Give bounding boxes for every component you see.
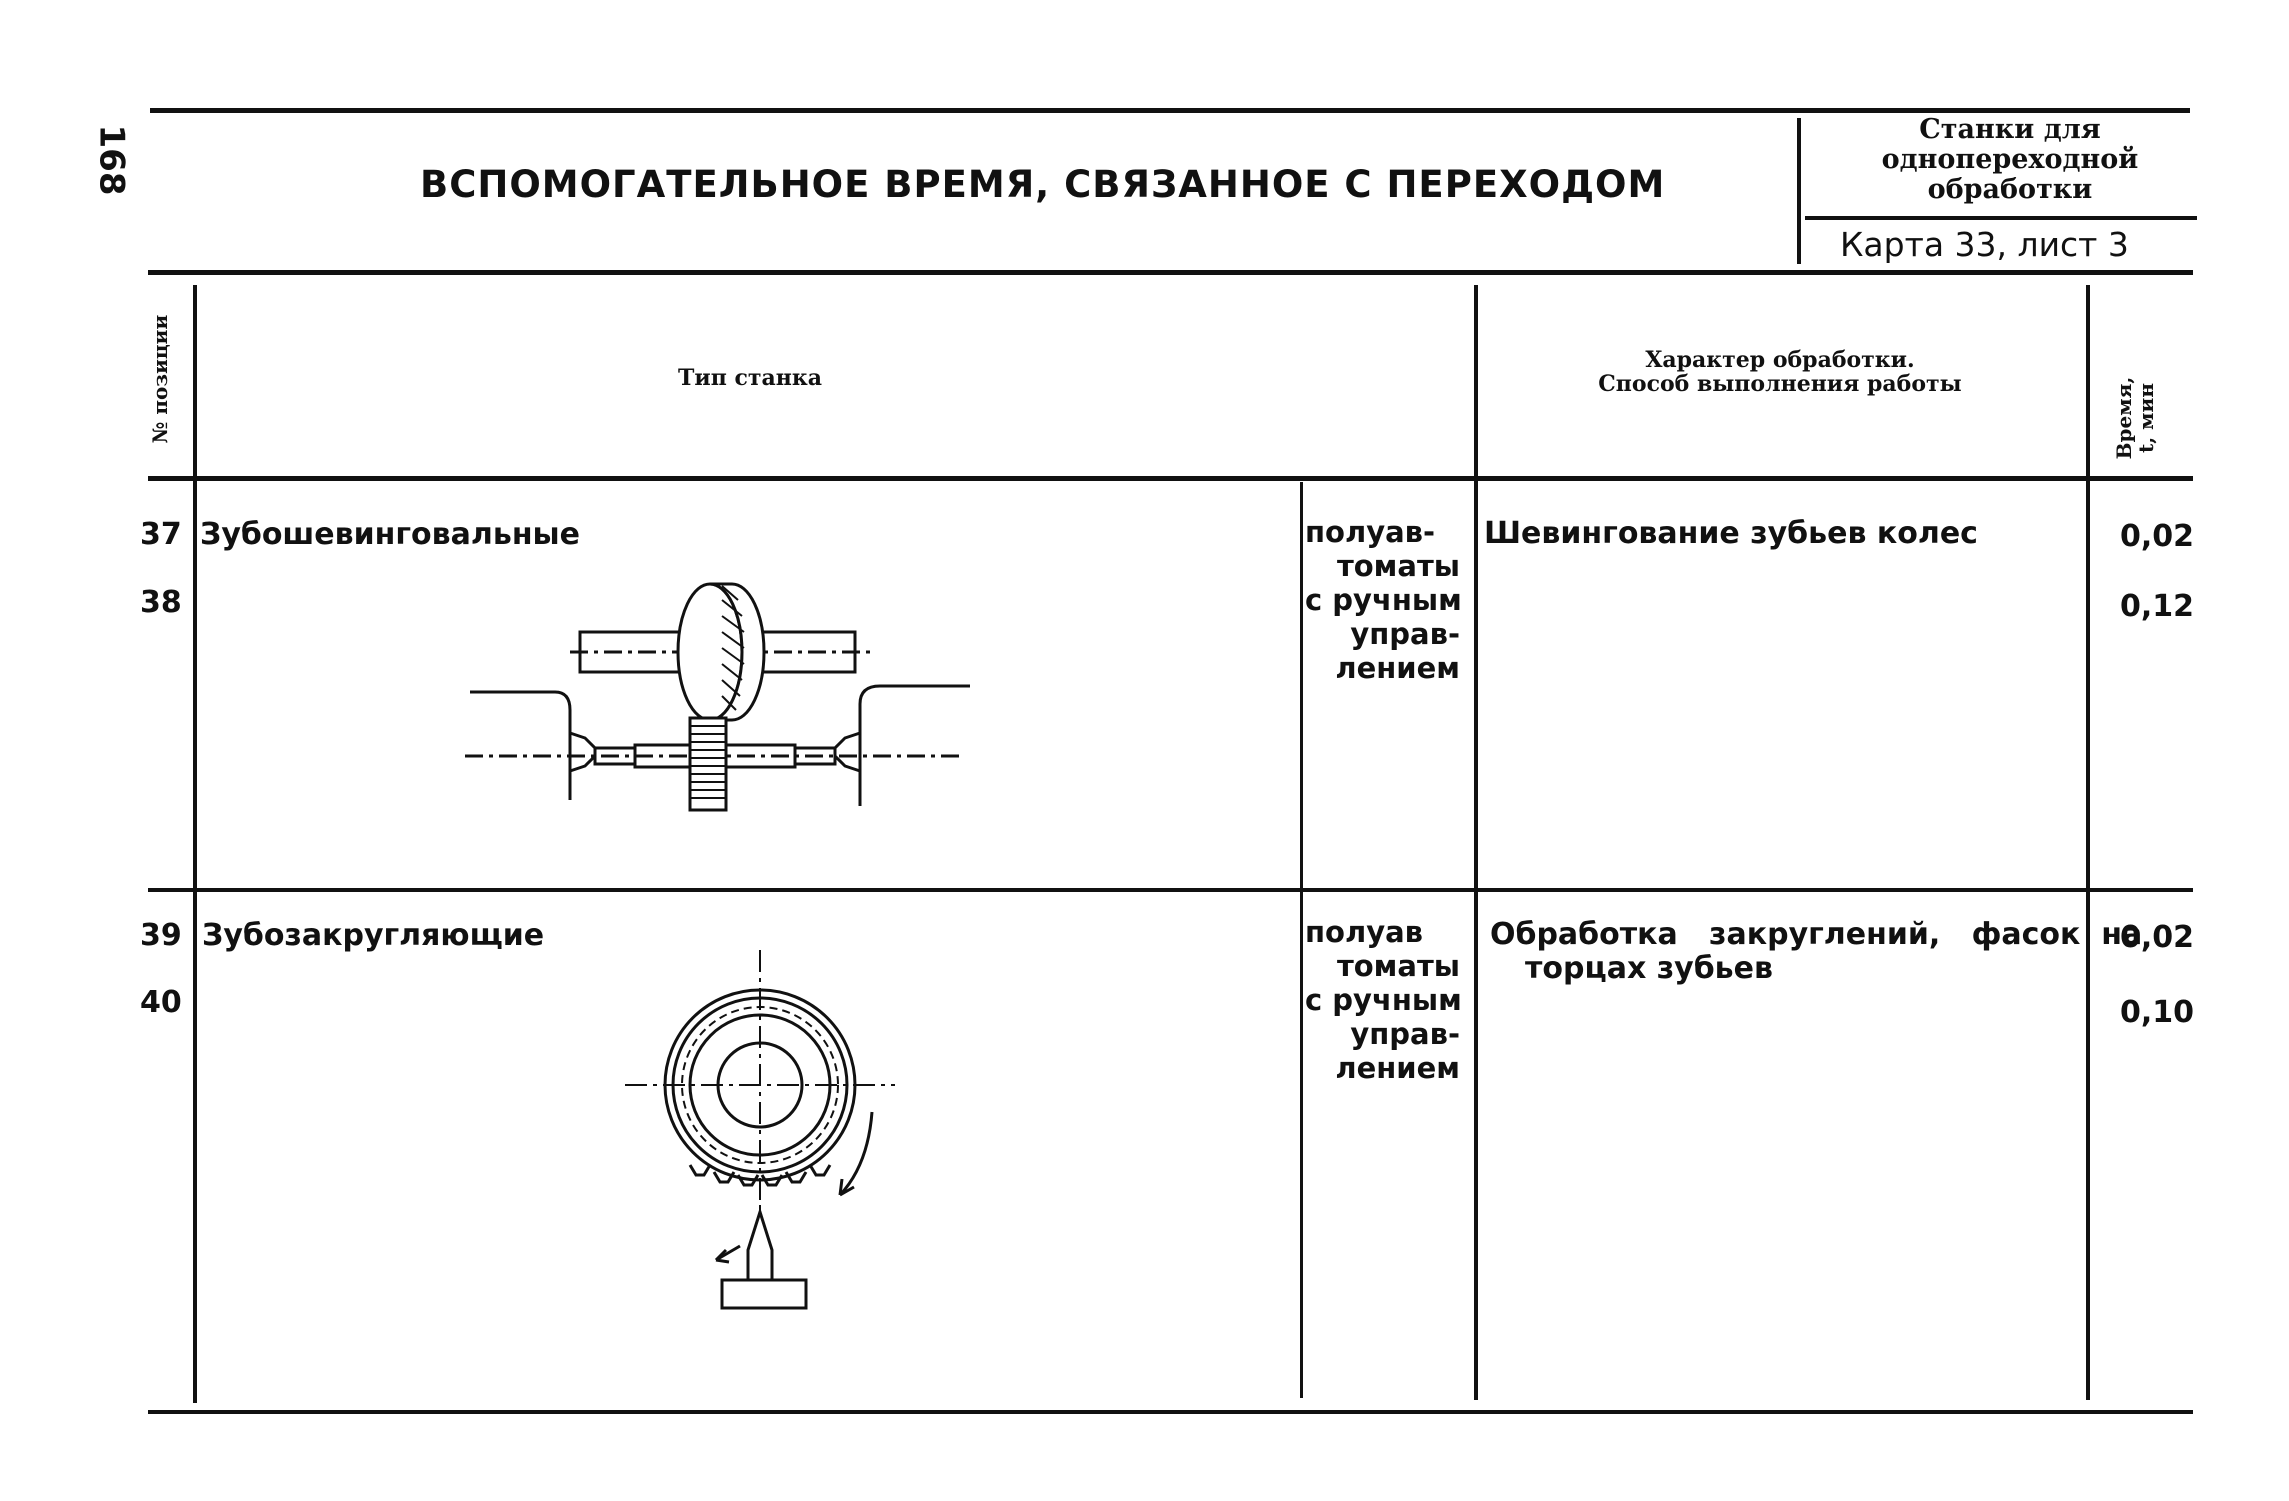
work-rounding: Обработка закруглений, фасок на торцах з… — [1490, 917, 2143, 986]
header-position: № позиции — [148, 314, 172, 444]
mode-1-line-5: лением — [1335, 651, 1460, 685]
mode-1-line-3: с ручным — [1305, 583, 1462, 617]
table-header-bottom-rule — [148, 476, 2193, 481]
control-mode-1: полуав- томаты с ручным управ- лением — [1305, 515, 1462, 685]
page-title: ВСПОМОГАТЕЛЬНОЕ ВРЕМЯ, СВЯЗАННОЕ С ПЕРЕХ… — [420, 163, 1666, 206]
header-work-line-1: Характер обработки. — [1645, 347, 1915, 373]
header-divider — [1797, 118, 1801, 264]
machine-type-rounding: Зубозакругляющие — [202, 918, 545, 953]
row-separator — [148, 888, 2193, 892]
position-40: 40 — [140, 985, 182, 1020]
category-label: Станки для однопереходной обработки — [1820, 115, 2200, 205]
top-rule — [150, 108, 2190, 113]
mode-2-line-1: полуав — [1305, 915, 1424, 949]
mode-2-line-2: томаты — [1336, 949, 1460, 983]
col-divider-position — [193, 285, 197, 1403]
position-38: 38 — [140, 585, 182, 620]
category-line-1: Станки для — [1919, 114, 2101, 145]
header-work-line-2: Способ выполнения работы — [1598, 371, 1962, 397]
header-time-line-2: t, мин — [2134, 383, 2158, 454]
page-number: 168 — [91, 124, 132, 196]
position-37: 37 — [140, 517, 182, 552]
position-39: 39 — [140, 918, 182, 953]
header-work-character: Характер обработки. Способ выполнения ра… — [1500, 348, 2060, 396]
time-37: 0,02 — [2120, 519, 2195, 554]
category-line-3: обработки — [1927, 174, 2093, 205]
mode-1-line-4: управ- — [1350, 617, 1460, 651]
mode-2-line-4: управ- — [1350, 1017, 1460, 1051]
time-39: 0,02 — [2120, 920, 2195, 955]
col-divider-time — [2086, 285, 2090, 1400]
shaving-machine-diagram-icon — [465, 582, 970, 812]
col-divider-mode — [1300, 482, 1303, 1398]
mode-1-line-2: томаты — [1336, 549, 1460, 583]
time-38: 0,12 — [2120, 589, 2195, 624]
table-bottom-rule — [148, 1410, 2193, 1414]
header-time-line-1: Время, — [2112, 376, 2136, 460]
control-mode-2: полуав томаты с ручным управ- лением — [1305, 915, 1462, 1085]
mode-2-line-3: с ручным — [1305, 983, 1462, 1017]
header-card-rule — [1805, 216, 2197, 220]
gear-rounding-diagram-icon — [625, 950, 895, 1310]
mode-1-line-1: полуав- — [1305, 515, 1436, 549]
machine-type-shaving: Зубошевинговальные — [200, 517, 581, 552]
col-divider-work — [1474, 285, 1478, 1400]
table-top-rule — [148, 270, 2193, 275]
mode-2-line-5: лением — [1335, 1051, 1460, 1085]
card-number: Карта 33, лист 3 — [1840, 225, 2129, 264]
header-machine-type: Тип станка — [678, 365, 822, 391]
work-rounding-line-2: торцах зубьев — [1525, 951, 1773, 986]
work-shaving: Шевингование зубьев колес — [1484, 516, 1978, 551]
header-time: Время, t, мин — [2112, 358, 2158, 478]
work-rounding-line-1: Обработка закруглений, фасок на — [1490, 917, 2143, 952]
time-40: 0,10 — [2120, 995, 2195, 1030]
category-line-2: однопереходной — [1881, 144, 2139, 175]
